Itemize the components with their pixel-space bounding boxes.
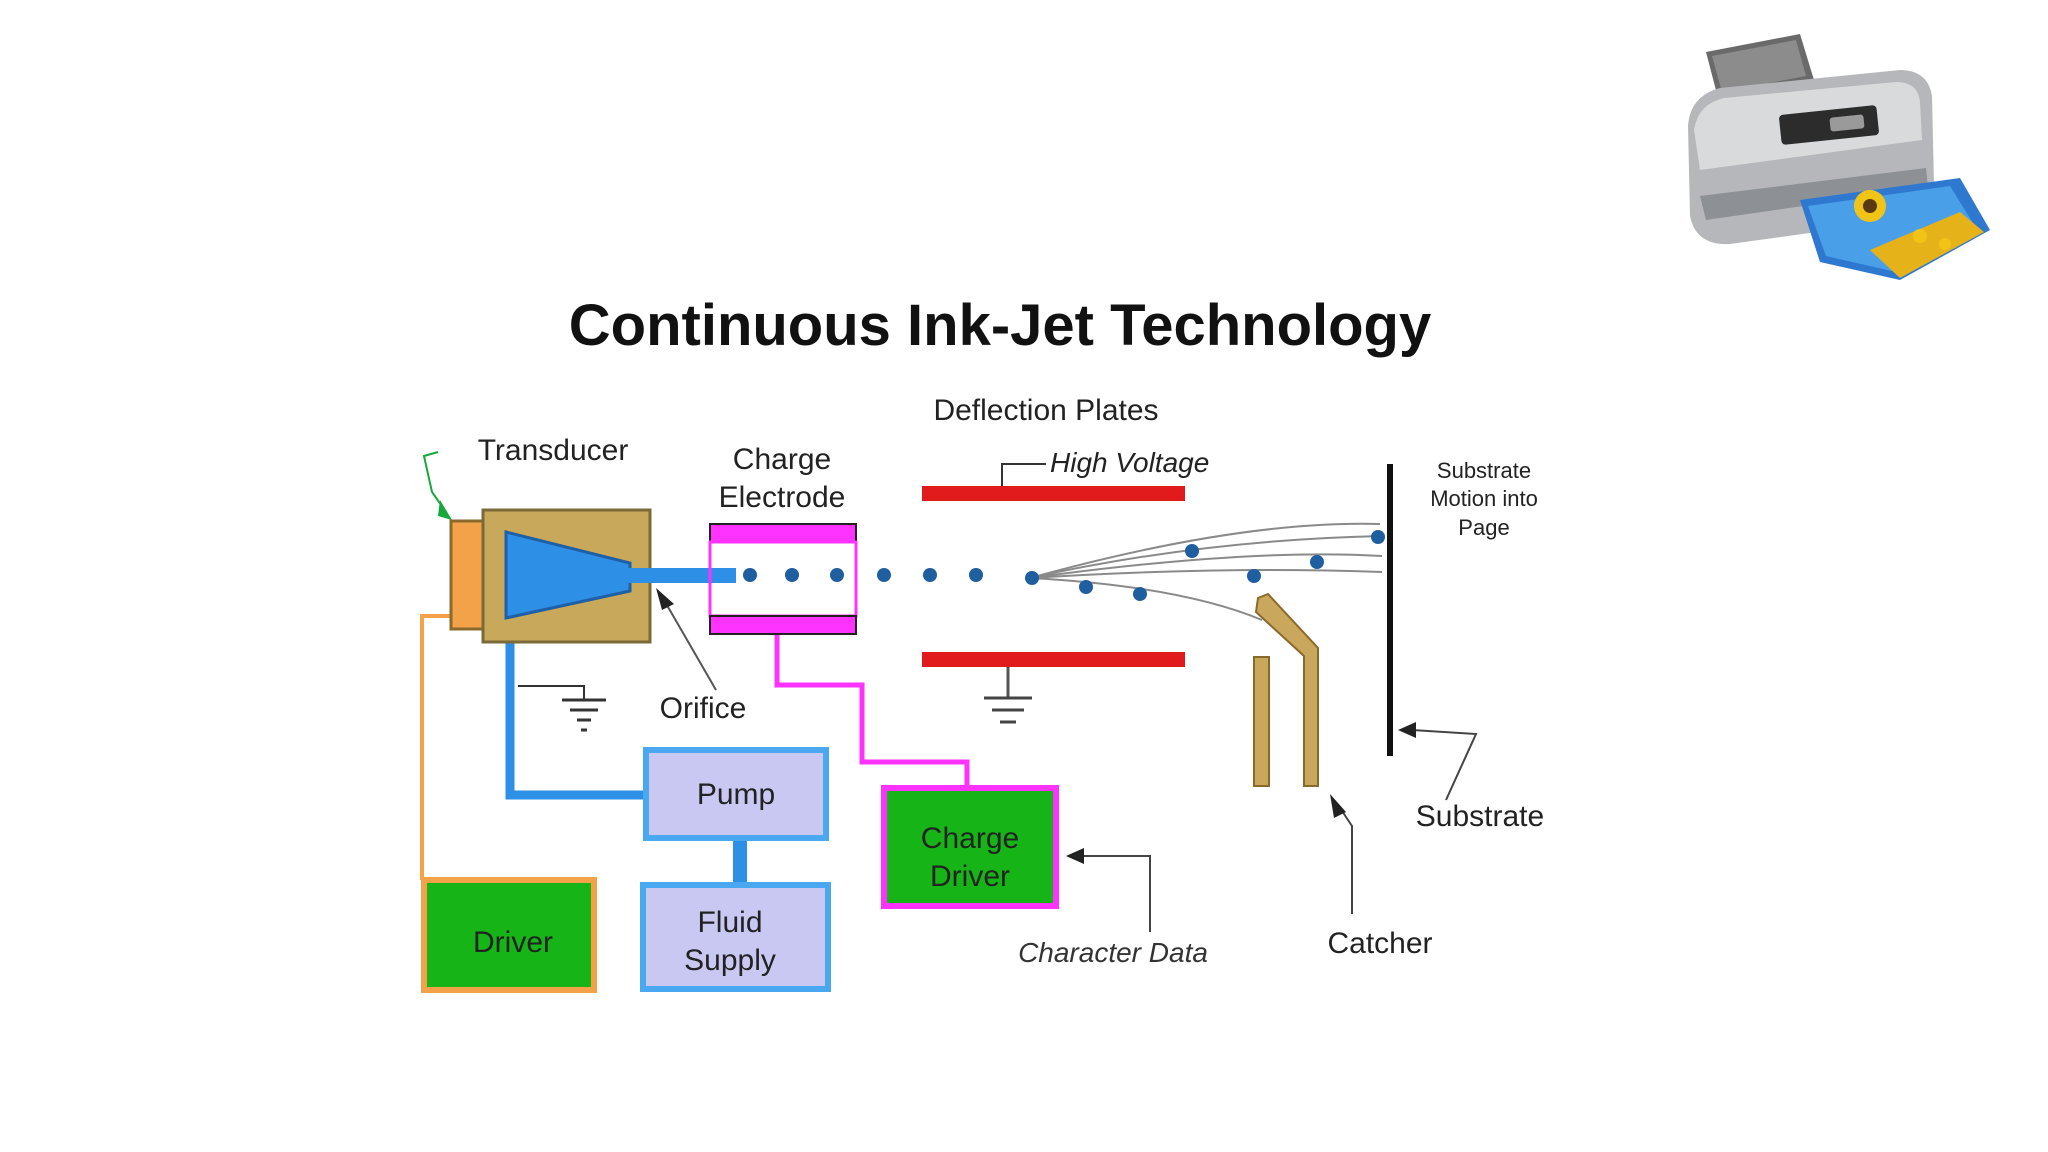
charge-electrode-bottom bbox=[709, 615, 857, 635]
high-voltage-label: High Voltage bbox=[1050, 447, 1209, 478]
nozzle-tip bbox=[626, 568, 736, 583]
pump-box bbox=[643, 747, 829, 841]
high-voltage-pointer bbox=[1001, 463, 1046, 486]
substrate-label: Substrate bbox=[1416, 800, 1544, 833]
catcher-pointer bbox=[1339, 807, 1353, 914]
catcher-wall bbox=[1253, 656, 1270, 787]
charge-driver-label-2: Driver bbox=[930, 860, 1010, 893]
ground-symbol-icon bbox=[984, 664, 1032, 724]
charge-electrode-top bbox=[709, 523, 857, 543]
charge-driver-box bbox=[881, 785, 1059, 909]
drop-trajectories bbox=[1029, 522, 1383, 621]
fluid-line bbox=[505, 600, 646, 800]
fluid-supply-label-1: Fluid bbox=[697, 906, 762, 939]
ground-symbol-icon bbox=[518, 685, 606, 732]
character-data-pointer bbox=[1082, 855, 1151, 932]
substrate-motion-label-1: Substrate bbox=[1437, 458, 1531, 483]
orifice-pointer bbox=[663, 599, 717, 691]
substrate-motion-label-2: Motion into bbox=[1430, 486, 1538, 511]
orifice-label: Orifice bbox=[660, 692, 747, 725]
fluid-supply-box bbox=[640, 882, 831, 992]
deflection-plate-high-voltage bbox=[922, 486, 1185, 501]
printer-photo-icon bbox=[1688, 34, 1990, 280]
catcher-label: Catcher bbox=[1327, 927, 1432, 960]
diagram-title: Continuous Ink-Jet Technology bbox=[569, 293, 1431, 358]
deflection-plates-label: Deflection Plates bbox=[933, 394, 1158, 427]
driver-wire bbox=[420, 614, 452, 880]
transducer-label: Transducer bbox=[478, 434, 629, 467]
charge-wire bbox=[774, 630, 970, 788]
fluid-supply-label-2: Supply bbox=[684, 944, 776, 977]
substrate-pointer bbox=[1411, 729, 1478, 801]
pump-label: Pump bbox=[697, 778, 775, 811]
charge-electrode-label-2: Electrode bbox=[719, 481, 846, 514]
transducer-plate bbox=[449, 519, 485, 631]
nozzle-body bbox=[504, 530, 632, 620]
catcher-deflector bbox=[1254, 592, 1319, 787]
charge-electrode-label-1: Charge bbox=[733, 443, 831, 476]
transducer-pointer bbox=[422, 451, 447, 513]
ink-drops bbox=[743, 530, 1385, 601]
character-data-label: Character Data bbox=[1018, 937, 1208, 968]
deflection-plate-ground bbox=[922, 652, 1185, 667]
substrate-motion-label-3: Page bbox=[1458, 515, 1509, 540]
charge-driver-label-1: Charge bbox=[921, 822, 1019, 855]
driver-box bbox=[421, 877, 597, 993]
driver-label: Driver bbox=[473, 926, 553, 959]
